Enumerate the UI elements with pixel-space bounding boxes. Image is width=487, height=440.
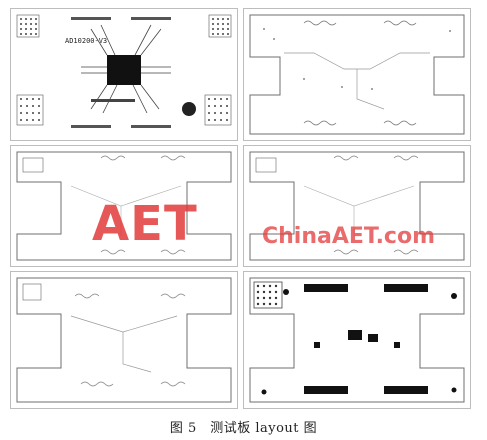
layout-panel-bottom-left bbox=[10, 271, 238, 409]
layout-panel-middle-right bbox=[243, 145, 471, 267]
layout-panel-top-right bbox=[243, 8, 471, 141]
layout-panel-bottom-right bbox=[243, 271, 471, 409]
layout-panel-top-left: AD10200-V3 bbox=[10, 8, 238, 141]
board-label: AD10200-V3 bbox=[65, 37, 107, 45]
figure-caption: 图 5 测试板 layout 图 bbox=[169, 421, 318, 436]
watermark-site: ChinaAET.com bbox=[262, 224, 436, 249]
layout-panel-middle-left bbox=[10, 145, 238, 267]
watermark-logo: AET bbox=[92, 196, 198, 252]
